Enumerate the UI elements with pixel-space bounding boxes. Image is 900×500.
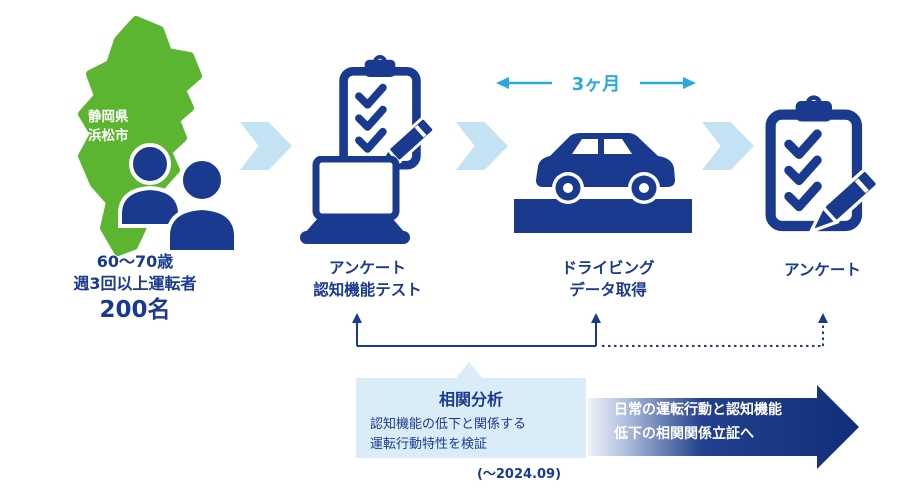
analysis-body-line2: 運転行動特性を検証 — [370, 437, 488, 453]
step3-line1: アンケート — [784, 261, 861, 279]
goal-line2: 低下の相関関係立証へ — [614, 425, 754, 442]
flow-arrow-icon-2 — [456, 122, 508, 170]
duration-indicator: 3ヶ月 — [496, 70, 696, 96]
car-icon — [536, 133, 675, 204]
analysis-title: 相関分析 — [438, 390, 503, 409]
callout-pointer-icon — [456, 362, 482, 378]
participants-age: 60〜70歳 — [96, 252, 174, 271]
checklist-pen-icon — [339, 54, 436, 171]
flow-arrow-icon-3 — [702, 122, 754, 170]
step-label-survey-test: アンケート 認知機能テスト — [285, 257, 450, 302]
participants-condition: 週3回以上運転者 — [73, 273, 197, 293]
goal-label: 日常の運転行動と認知機能 低下の相関関係立証へ — [614, 399, 849, 447]
drivers-icon — [118, 143, 238, 254]
step1-line2: 認知機能テスト — [313, 281, 422, 300]
map-region-label: 静岡県 浜松市 — [88, 108, 129, 146]
step2-line1: ドライビング — [561, 259, 655, 277]
flow-arrow-icon-1 — [240, 122, 292, 170]
analysis-period: (〜2024.09) — [476, 467, 562, 482]
step-label-driving-data: ドライビング データ取得 — [523, 257, 693, 302]
step1-line1: アンケート — [329, 259, 406, 277]
analysis-box: 相関分析 認知機能の低下と関係する 運転行動特性を検証 — [356, 378, 586, 458]
duration-label: 3ヶ月 — [571, 74, 621, 95]
participants-count: 200名 — [99, 297, 171, 324]
shizuoka-map-icon — [78, 16, 202, 256]
timeline-bracket — [352, 313, 828, 347]
analysis-body-line1: 認知機能の低下と関係する — [370, 417, 527, 432]
car-platform — [514, 199, 692, 233]
laptop-icon — [300, 156, 410, 244]
map-region-line2: 浜松市 — [88, 127, 129, 144]
goal-line1: 日常の運転行動と認知機能 — [614, 402, 782, 418]
duration-arrow-right-icon — [640, 77, 696, 89]
goal-arrow — [588, 385, 859, 469]
participants-label: 60〜70歳 週3回以上運転者 200名 — [30, 251, 240, 326]
analysis-body: 認知機能の低下と関係する 運転行動特性を検証 — [370, 415, 586, 455]
duration-arrow-left-icon — [496, 77, 552, 89]
checklist-pen-icon-2 — [765, 95, 880, 233]
map-region-line1: 静岡県 — [88, 109, 129, 125]
step-label-survey-2: アンケート — [745, 259, 900, 281]
step2-line2: データ取得 — [569, 281, 647, 300]
